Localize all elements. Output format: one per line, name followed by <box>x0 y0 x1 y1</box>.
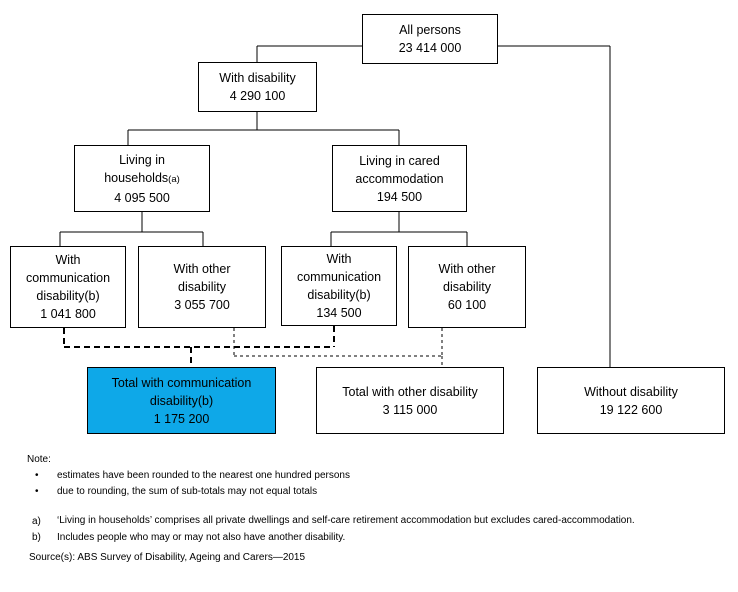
footnote-a: a) ‘Living in households’ comprises all p… <box>27 514 707 527</box>
bullet-icon: • <box>35 470 39 481</box>
households-other-value: 3 055 700 <box>174 298 230 312</box>
total-other-box: Total with other disability 3 115 000 <box>316 367 504 434</box>
all-persons-label: All persons <box>399 23 461 37</box>
footnote-text: ‘Living in households’ comprises all pri… <box>57 515 635 526</box>
households-other-label-1: With other <box>173 262 231 276</box>
households-communication-label-2: communication <box>25 271 111 285</box>
total-communication-value: 1 175 200 <box>153 411 210 426</box>
cared-communication-label-3: disability(b) <box>307 288 371 302</box>
total-communication-label-1: Total with communication <box>111 375 252 390</box>
living-households-box: Living in households(a) 4 095 500 <box>74 145 210 212</box>
cared-communication-box: With communication disability(b) 134 500 <box>281 246 397 326</box>
without-disability-label: Without disability <box>584 384 678 399</box>
footnote-text: Includes people who may or may not also … <box>57 532 346 543</box>
cared-communication-label-1: With <box>326 252 352 266</box>
note-bullet-text: estimates have been rounded to the neare… <box>57 470 350 481</box>
households-communication-label-3: disability(b) <box>36 289 100 303</box>
households-communication-value: 1 041 800 <box>40 307 96 321</box>
source-line: Source(s): ABS Survey of Disability, Age… <box>29 552 306 563</box>
with-disability-box: With disability 4 290 100 <box>198 62 317 112</box>
with-disability-value: 4 290 100 <box>229 89 286 103</box>
footnote-b: b) Includes people who may or may not als… <box>27 530 707 546</box>
without-disability-box: Without disability 19 122 600 <box>537 367 725 434</box>
cared-other-label-1: With other <box>438 262 496 276</box>
living-cared-label-2: accommodation <box>355 171 444 186</box>
total-other-label: Total with other disability <box>342 384 478 399</box>
bullet-icon: • <box>35 486 39 497</box>
total-communication-box: Total with communication disability(b) 1… <box>87 367 276 434</box>
note-bullet-text: due to rounding, the sum of sub-totals m… <box>57 486 318 497</box>
cared-other-box: With other disability 60 100 <box>408 246 526 328</box>
cared-communication-value: 134 500 <box>316 306 362 320</box>
cared-communication-label-2: communication <box>296 270 382 284</box>
note-bullet: • estimates have been rounded to the near… <box>27 468 707 484</box>
without-disability-value: 19 122 600 <box>599 402 663 417</box>
living-cared-value: 194 500 <box>376 189 423 204</box>
with-disability-label: With disability <box>219 71 296 85</box>
footnote-tag: b) <box>32 532 41 543</box>
notes-section: Note: • estimates have been rounded to th… <box>27 452 707 566</box>
living-cared-box: Living in cared accommodation 194 500 <box>332 145 467 212</box>
households-communication-label-1: With <box>55 253 81 267</box>
all-persons-value: 23 414 000 <box>398 41 462 55</box>
living-households-label-2: households(a) <box>104 170 180 185</box>
total-communication-label-2: disability(b) <box>149 393 214 408</box>
footnote-tag: a) <box>32 516 41 527</box>
living-households-value: 4 095 500 <box>114 190 170 205</box>
households-other-box: With other disability 3 055 700 <box>138 246 266 328</box>
cared-other-value: 60 100 <box>447 298 487 312</box>
all-persons-box: All persons 23 414 000 <box>362 14 498 64</box>
cared-other-label-2: disability <box>443 280 491 294</box>
notes-heading: Note: <box>27 454 51 465</box>
living-households-label-1: Living in <box>119 152 165 167</box>
note-bullet: • due to rounding, the sum of sub-totals … <box>27 484 707 500</box>
footnote-ref-a: (a) <box>168 173 180 185</box>
households-other-label-2: disability <box>178 280 226 294</box>
total-other-value: 3 115 000 <box>382 402 438 417</box>
living-cared-label-1: Living in cared <box>359 153 440 168</box>
households-communication-box: With communication disability(b) 1 041 8… <box>10 246 126 328</box>
